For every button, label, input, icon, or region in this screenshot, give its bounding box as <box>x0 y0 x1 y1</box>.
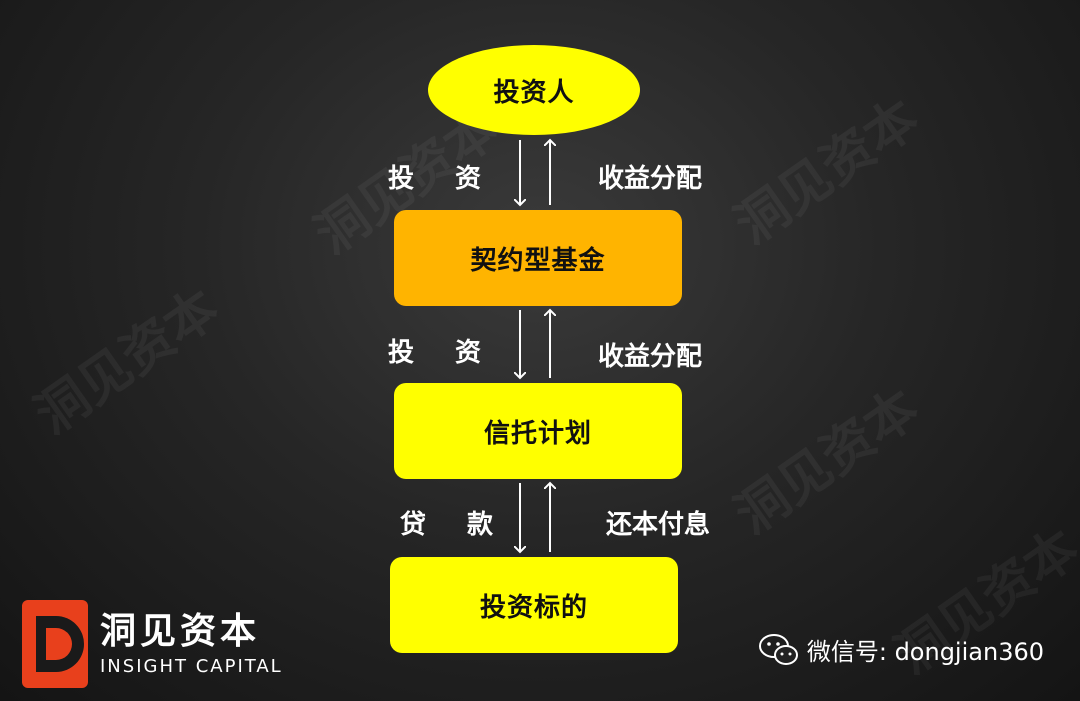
wechat-id-text: 微信号: dongjian360 <box>806 638 1044 666</box>
brand-name-en: INSIGHT CAPITAL <box>100 655 283 677</box>
investment-target-node: 投资标的 <box>390 557 678 653</box>
wechat-id: 微信号: dongjian360 <box>758 632 1044 667</box>
edge-label-return-2: 收益分配 <box>598 342 703 372</box>
brand-logo: 洞见资本 INSIGHT CAPITAL <box>22 600 283 688</box>
edge-label-repay: 还本付息 <box>606 510 711 540</box>
edge-label-return-1: 收益分配 <box>598 164 703 194</box>
edge-label-loan: 贷 款 <box>400 510 510 540</box>
investor-node: 投资人 <box>428 45 640 135</box>
edge-label-invest-2: 投 资 <box>388 338 498 368</box>
brand-d-icon <box>22 600 88 688</box>
contract-fund-node: 契约型基金 <box>394 210 682 306</box>
brand-name-cn: 洞见资本 <box>100 610 261 652</box>
trust-plan-node: 信托计划 <box>394 383 682 479</box>
wechat-icon <box>758 633 798 665</box>
edge-label-invest-1: 投 资 <box>388 164 498 194</box>
